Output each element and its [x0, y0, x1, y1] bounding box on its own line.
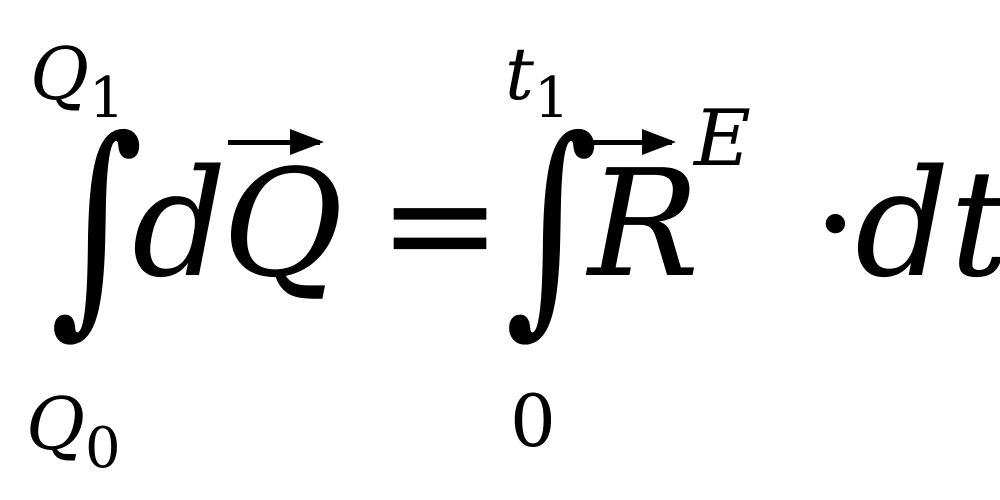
lhs-upper-limit-sub: 1 [89, 66, 125, 131]
rhs-superscript: E [694, 94, 751, 184]
lhs-upper-limit: Q1 [30, 38, 125, 127]
lhs-lower-limit-base: Q [26, 382, 86, 466]
lhs-integral-sign: ∫ [50, 91, 144, 358]
vector-arrow-r [590, 129, 676, 155]
lhs-lower-limit-sub: 0 [85, 416, 121, 481]
rhs-differential: dt [855, 138, 1000, 310]
rhs-upper-limit-base: t [505, 32, 534, 116]
equals-sign: = [378, 138, 503, 310]
lhs-differential: d [132, 138, 227, 310]
multiplication-dot: · [812, 138, 860, 310]
rhs-vector-symbol: R [588, 138, 700, 310]
lhs-upper-limit-base: Q [30, 32, 90, 116]
rhs-integral-sign: ∫ [505, 91, 599, 358]
rhs-upper-limit-sub: 1 [533, 66, 570, 131]
lhs-vector-symbol: Q [222, 138, 344, 310]
rhs-upper-limit: t1 [505, 38, 570, 127]
vector-arrow-q [228, 129, 324, 155]
rhs-lower-limit: 0 [510, 379, 556, 463]
lhs-lower-limit: Q0 [26, 388, 121, 477]
